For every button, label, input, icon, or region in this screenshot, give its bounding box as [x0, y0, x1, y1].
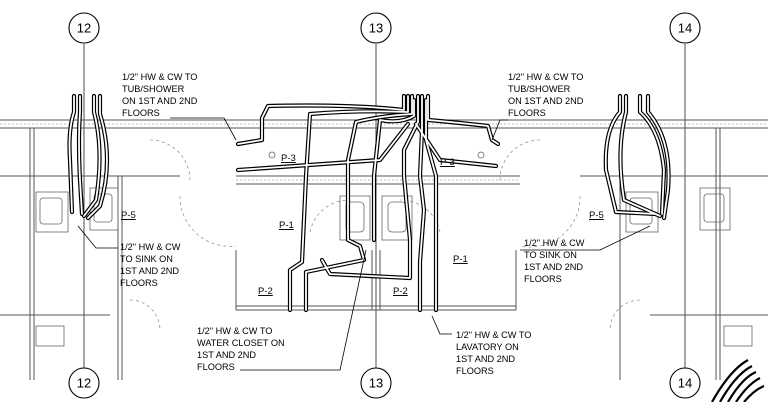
break-line-hatch — [711, 359, 765, 402]
note-lavatory: 1/2" HW & CW TO LAVATORY ON 1ST AND 2ND … — [456, 330, 531, 376]
note-line: ON 1ST AND 2ND — [508, 96, 584, 106]
lavatory-center-right — [381, 195, 413, 241]
pipe-run — [319, 93, 421, 281]
walls — [0, 119, 768, 380]
pipe-run-core — [373, 99, 415, 241]
pipe-run-core — [619, 95, 661, 217]
door-swings — [129, 139, 641, 331]
tag-p5-right: P-5 — [589, 210, 604, 221]
note-line: FLOORS — [197, 362, 235, 372]
grid-bubble-bottom-13: 13 — [360, 367, 392, 399]
plumbing-tags: P-1 P-1 P-2 P-2 P-3 P-3 P-5 P-5 — [121, 153, 604, 297]
note-line: WATER CLOSET ON — [197, 338, 285, 348]
pipe-run-core — [321, 95, 419, 279]
pipe-run-core — [647, 95, 670, 219]
note-tub-shower-right: 1/2" HW & CW TO TUB/SHOWER ON 1ST AND 2N… — [508, 72, 584, 118]
tag-p5-left: P-5 — [121, 210, 136, 221]
note-line: TUB/SHOWER — [122, 84, 185, 94]
note-line: 1ST AND 2ND — [120, 266, 179, 276]
note-water-closet: 1/2" HW & CW TO WATER CLOSET ON 1ST AND … — [197, 326, 285, 372]
note-line: FLOORS — [456, 366, 494, 376]
tag-p1-left: P-1 — [279, 220, 294, 231]
grid-bubble-label: 13 — [369, 376, 383, 391]
grid-bubble-top-14: 14 — [669, 12, 701, 44]
note-line: 1ST AND 2ND — [524, 262, 583, 272]
tag-p3-left: P-3 — [281, 153, 296, 164]
leader-lines — [77, 117, 651, 371]
pipe-run-core — [639, 95, 665, 215]
pipe-run-core — [237, 95, 405, 145]
grid-bubble-top-13: 13 — [360, 12, 392, 44]
note-line: 1/2" HW & CW — [524, 238, 585, 248]
note-line: 1/2" HW & CW TO — [197, 326, 272, 336]
tag-p3-right: P-3 — [440, 157, 455, 168]
pipe-run-core — [78, 95, 83, 215]
grid-bubble-label: 13 — [369, 21, 383, 36]
tag-p2-left: P-2 — [258, 286, 273, 297]
pipe-run-core — [604, 95, 657, 215]
pipe-run-core — [87, 95, 108, 219]
tag-p1-right: P-1 — [453, 254, 468, 265]
note-line: 1/2" HW & CW TO — [122, 72, 197, 82]
note-line: 1/2" HW & CW TO — [456, 330, 531, 340]
pipe-run-core — [305, 95, 413, 311]
sink-right-2 — [699, 187, 731, 231]
lavatory-center-left — [339, 195, 371, 241]
pipe-run-core — [419, 95, 425, 311]
note-line: LAVATORY ON — [456, 342, 519, 352]
note-tub-shower-left: 1/2" HW & CW TO TUB/SHOWER ON 1ST AND 2N… — [122, 72, 198, 118]
tag-p2-right: P-2 — [393, 286, 408, 297]
pipe-run — [423, 97, 439, 313]
pipe-run-core — [68, 95, 75, 213]
grid-bubble-label: 12 — [77, 376, 91, 391]
note-line: FLOORS — [122, 108, 160, 118]
note-line: FLOORS — [508, 108, 546, 118]
note-line: TUB/SHOWER — [508, 84, 571, 94]
pipe-run-core — [427, 95, 499, 145]
note-line: ON 1ST AND 2ND — [122, 96, 198, 106]
note-line: FLOORS — [524, 274, 562, 284]
pipe-run-core — [237, 123, 409, 171]
note-line: TO SINK ON — [120, 254, 173, 264]
note-line: FLOORS — [120, 278, 158, 288]
note-line: 1ST AND 2ND — [456, 354, 515, 364]
note-sink-right: 1/2" HW & CW TO SINK ON 1ST AND 2ND FLOO… — [524, 238, 585, 284]
note-sink-left: 1/2" HW & CW TO SINK ON 1ST AND 2ND FLOO… — [120, 242, 181, 288]
pipe-run-core — [289, 95, 409, 311]
pipe-run-core — [415, 123, 497, 167]
grid-bubble-label: 12 — [77, 21, 91, 36]
grid-bubble-top-12: 12 — [68, 12, 100, 44]
pipe-run-core — [425, 99, 437, 311]
note-line: 1/2" HW & CW — [120, 242, 181, 252]
grid-bubble-label: 14 — [678, 376, 692, 391]
sink-left — [35, 191, 69, 233]
note-line: TO SINK ON — [524, 250, 577, 260]
grid-bubble-bottom-14: 14 — [669, 367, 701, 399]
pipe-run-core — [83, 95, 101, 217]
note-line: 1/2" HW & CW TO — [508, 72, 583, 82]
grid-bubble-label: 14 — [678, 21, 692, 36]
grid-bubble-bottom-12: 12 — [68, 367, 100, 399]
note-line: 1ST AND 2ND — [197, 350, 256, 360]
piping-runs — [67, 93, 671, 313]
